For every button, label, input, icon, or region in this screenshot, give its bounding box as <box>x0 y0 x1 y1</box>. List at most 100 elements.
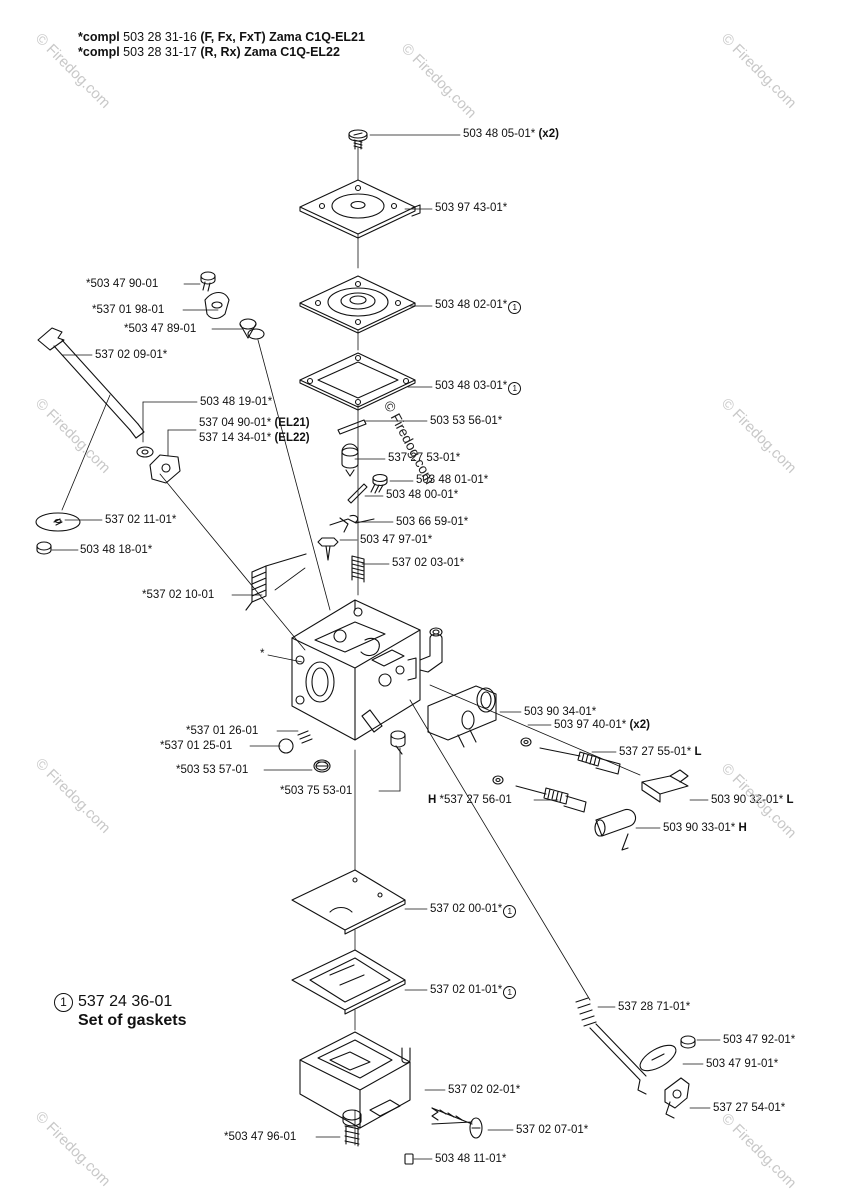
part-number: 503 53 56-01* <box>430 415 503 427</box>
part-number: 503 48 02-01* <box>435 299 508 311</box>
gasket-kit-marker: 1 <box>503 986 517 999</box>
part-qualifier: L <box>786 794 794 806</box>
part-label[interactable]: 537 04 90-01* (EL21) <box>199 417 310 430</box>
lower-left-small-parts <box>278 730 406 773</box>
part-number: *503 53 57-01 <box>176 764 249 776</box>
assembly-header-line-1: *compl 503 28 31-16 (F, Fx, FxT) Zama C1… <box>78 30 365 45</box>
part-number: 503 47 92-01* <box>723 1034 796 1046</box>
part-label[interactable]: 503 48 19-01* <box>200 396 272 409</box>
compl-prefix: *compl <box>78 45 120 59</box>
part-number: 503 90 33-01* <box>663 822 736 834</box>
part-label[interactable]: 537 27 55-01* L <box>619 746 702 759</box>
carburetor-body <box>291 599 443 741</box>
part-label[interactable]: 537 02 00-01*1 <box>430 903 517 918</box>
pump-cover-stack <box>291 869 647 1165</box>
part-label[interactable]: *503 47 90-01 <box>86 278 158 291</box>
part-label[interactable]: 503 48 03-01*1 <box>435 380 522 395</box>
part-number: 537 02 00-01* <box>430 903 503 915</box>
part-label[interactable]: 503 48 05-01* (x2) <box>463 128 559 141</box>
part-number: 503 97 40-01* <box>554 719 627 731</box>
gasket-kit-marker: 1 <box>503 905 517 918</box>
compl-number: 503 28 31-17 <box>123 45 197 59</box>
part-number: *503 47 96-01 <box>224 1131 297 1143</box>
part-label[interactable]: 537 14 34-01* (EL22) <box>199 432 310 445</box>
compl-variant: (R, Rx) Zama C1Q-EL22 <box>200 45 340 59</box>
gasket-kit-marker: 1 <box>54 993 73 1012</box>
part-label[interactable]: 503 48 01-01* <box>416 474 488 487</box>
part-number: 537 27 54-01* <box>713 1102 786 1114</box>
part-label[interactable]: *503 75 53-01 <box>280 785 352 798</box>
compl-prefix: *compl <box>78 30 120 44</box>
metering-cover-stack <box>299 129 421 411</box>
part-number: 537 14 34-01* <box>199 432 272 444</box>
part-label[interactable]: 537 28 71-01* <box>618 1001 690 1014</box>
part-label[interactable]: *503 53 57-01 <box>176 764 248 777</box>
choke-shaft-parts <box>35 271 307 611</box>
part-label[interactable]: *503 47 96-01 <box>224 1131 296 1144</box>
part-label[interactable]: 503 48 18-01* <box>80 544 152 557</box>
part-number: 503 97 43-01* <box>435 202 508 214</box>
part-label[interactable]: *537 01 25-01 <box>160 740 232 753</box>
part-qualifier: (EL21) <box>274 417 310 429</box>
part-number: 503 48 18-01* <box>80 544 153 556</box>
part-label[interactable]: 503 90 33-01* H <box>663 822 747 835</box>
part-label[interactable]: 537 02 01-01*1 <box>430 984 517 999</box>
part-number: *537 01 25-01 <box>160 740 233 752</box>
part-qualifier: H <box>428 794 437 806</box>
part-label[interactable]: 503 48 11-01* <box>435 1153 506 1166</box>
part-number: *537 02 10-01 <box>142 589 215 601</box>
part-number: 537 28 71-01* <box>618 1001 691 1013</box>
part-label[interactable]: 537 02 07-01* <box>516 1124 588 1137</box>
part-label[interactable]: *537 02 10-01 <box>142 589 214 602</box>
assembly-header-line-2: *compl 503 28 31-17 (R, Rx) Zama C1Q-EL2… <box>78 45 340 60</box>
part-number: *503 47 90-01 <box>86 278 159 290</box>
part-number: 503 48 00-01* <box>386 489 459 501</box>
part-label[interactable]: 503 90 34-01* <box>524 706 596 719</box>
part-number: * <box>260 648 265 660</box>
part-label[interactable]: 503 90 32-01* L <box>711 794 794 807</box>
part-label[interactable]: 503 47 97-01* <box>360 534 432 547</box>
part-label[interactable]: 503 53 56-01* <box>430 415 502 428</box>
part-label[interactable]: 537 02 11-01* <box>105 514 176 527</box>
part-number: 537 02 11-01* <box>105 514 177 526</box>
part-label[interactable]: 503 48 02-01*1 <box>435 299 522 314</box>
part-number: 537 02 03-01* <box>392 557 465 569</box>
part-number: *503 47 89-01 <box>124 323 197 335</box>
part-label[interactable]: 503 47 91-01* <box>706 1058 778 1071</box>
part-label[interactable]: 503 66 59-01* <box>396 516 468 529</box>
part-label[interactable]: * <box>260 648 264 661</box>
inlet-needle-parts <box>317 419 388 583</box>
part-number: 503 47 97-01* <box>360 534 433 546</box>
part-number: 503 48 03-01* <box>435 380 508 392</box>
part-number: 537 27 55-01* <box>619 746 692 758</box>
part-label[interactable]: *537 01 26-01 <box>186 725 258 738</box>
part-number: 503 90 32-01* <box>711 794 784 806</box>
part-qualifier: (x2) <box>629 719 650 731</box>
assembly-axis-lines <box>61 147 641 1146</box>
part-number: 503 66 59-01* <box>396 516 469 528</box>
part-label[interactable]: 503 97 40-01* (x2) <box>554 719 650 732</box>
part-label[interactable]: *503 47 89-01 <box>124 323 196 336</box>
part-label[interactable]: H *537 27 56-01 <box>428 794 512 807</box>
compl-number: 503 28 31-16 <box>123 30 197 44</box>
part-number: *537 01 98-01 <box>92 304 165 316</box>
part-number: 537 02 07-01* <box>516 1124 589 1136</box>
part-label[interactable]: *537 01 98-01 <box>92 304 164 317</box>
part-label[interactable]: 537 27 53-01* <box>388 452 460 465</box>
part-number: 537 04 90-01* <box>199 417 272 429</box>
part-label[interactable]: 503 48 00-01* <box>386 489 458 502</box>
throttle-parts <box>639 1035 696 1119</box>
part-label[interactable]: 503 47 92-01* <box>723 1034 795 1047</box>
part-label[interactable]: 537 02 09-01* <box>95 349 167 362</box>
part-label[interactable]: 537 27 54-01* <box>713 1102 785 1115</box>
part-number: 537 02 09-01* <box>95 349 168 361</box>
part-label[interactable]: 537 02 02-01* <box>448 1084 520 1097</box>
gasket-kit-marker: 1 <box>508 382 522 395</box>
part-number: 503 90 34-01* <box>524 706 597 718</box>
part-label[interactable]: 537 02 03-01* <box>392 557 464 570</box>
part-label[interactable]: 503 97 43-01* <box>435 202 507 215</box>
gasket-kit-name: Set of gaskets <box>78 1012 187 1029</box>
